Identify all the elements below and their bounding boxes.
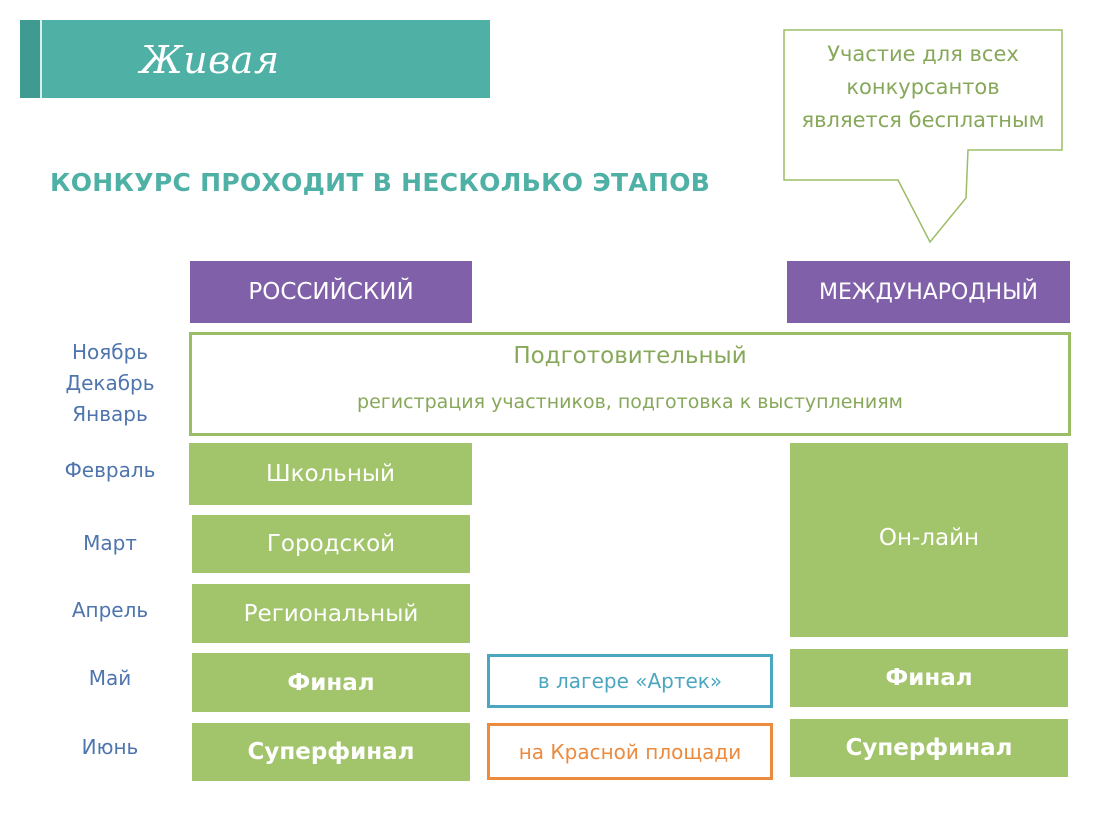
stage-preparatory-box [189, 332, 1071, 436]
stage-final-russian: Финал [192, 653, 470, 712]
stage-city: Городской [192, 515, 470, 573]
month-march: Март [83, 531, 137, 555]
stage-regional: Региональный [192, 584, 470, 643]
months-prep: Ноябрь Декабрь Январь [40, 337, 180, 430]
location-artek: в лагере «Артек» [487, 654, 773, 708]
location-red-square: на Красной площади [487, 723, 773, 780]
stage-preparatory-subtitle: регистрация участников, подготовка к выс… [357, 391, 903, 413]
header-russian: РОССИЙСКИЙ [190, 261, 472, 323]
page-title: КОНКУРС ПРОХОДИТ В НЕСКОЛЬКО ЭТАПОВ [50, 168, 711, 197]
month-april: Апрель [71, 598, 149, 622]
callout-line: является бесплатным [801, 108, 1045, 132]
callout-line: конкурсантов [846, 75, 1000, 99]
month-june: Июнь [81, 735, 139, 759]
stage-online: Он-лайн [790, 443, 1068, 637]
month-february: Февраль [64, 458, 156, 482]
stage-preparatory-title: Подготовительный [513, 343, 747, 369]
month-label: Ноябрь [71, 340, 149, 364]
month-may: Май [88, 666, 132, 690]
callout-bubble [783, 29, 1063, 244]
logo-accent-strip [20, 20, 42, 98]
logo-banner [20, 20, 490, 98]
stage-final-international: Финал [790, 649, 1068, 707]
callout-line: Участие для всех [827, 42, 1019, 66]
stage-superfinal-international: Суперфинал [790, 719, 1068, 777]
month-label: Январь [72, 402, 148, 426]
callout-text: Участие для всех конкурсантов является б… [784, 38, 1062, 137]
stage-school: Школьный [189, 443, 472, 505]
header-international: МЕЖДУНАРОДНЫЙ [787, 261, 1070, 323]
stage-superfinal-russian: Суперфинал [192, 723, 470, 781]
logo-text: Живая классика [140, 38, 326, 142]
month-label: Декабрь [65, 371, 155, 395]
